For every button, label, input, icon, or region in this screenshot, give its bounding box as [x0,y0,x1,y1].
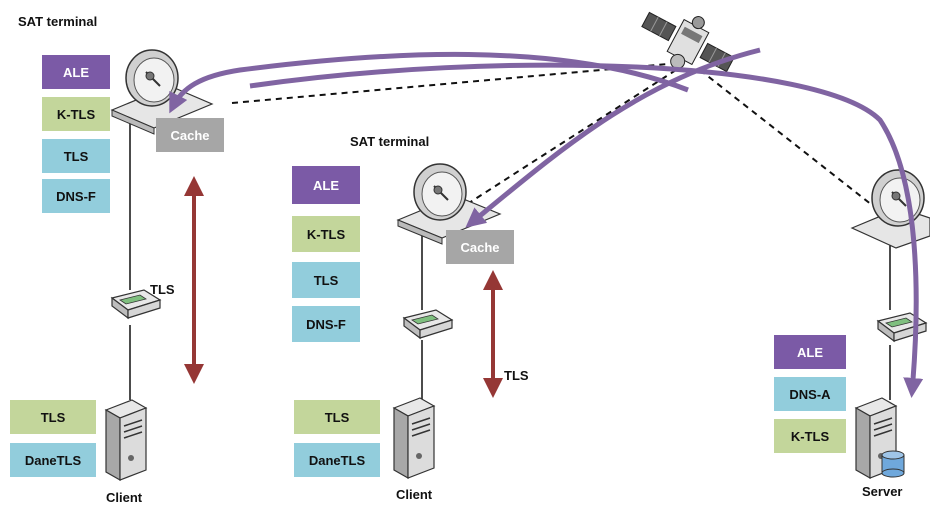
sat-terminal-label: SAT terminal [350,134,430,149]
sat-link-left [231,63,669,104]
cache-box: Cache [156,118,224,152]
server-stack-ale: ALE [774,335,846,369]
tls-link-label: TLS [150,282,175,297]
stack-ktls: K-TLS [42,97,110,131]
router-icon [403,309,453,339]
cache-box: Cache [446,230,514,264]
satellite-dish-icon [413,163,467,221]
tls-link-label: TLS [504,368,529,383]
server-stack-dnsa: DNS-A [774,377,846,411]
satellite-icon [641,11,735,73]
stack-dnsf: DNS-F [42,179,110,213]
stack-tls: TLS [42,139,110,173]
path-arrow-to-left-cache [169,51,689,114]
client-stack-tls: TLS [294,400,380,434]
tls-arrow-middle [483,270,503,398]
path-arrow-to-middle-cache [465,47,761,228]
database-icon [881,450,905,478]
client-stack-tls: TLS [10,400,96,434]
stack-ale: ALE [292,166,360,204]
sat-link-middle [457,69,677,211]
tls-arrow-left [184,176,204,384]
server-label: Server [862,484,903,499]
router-icon [877,312,927,342]
client-computer-icon [105,399,147,481]
satellite-dish-icon [125,49,179,107]
left-terminal [105,49,214,481]
client-stack-danetls: DaneTLS [10,443,96,477]
sat-terminal-label: SAT terminal [18,14,98,29]
stack-ale: ALE [42,55,110,89]
satellite-dish-icon [871,169,925,227]
stack-ktls: K-TLS [292,216,360,252]
middle-terminal [393,163,502,479]
stack-dnsf: DNS-F [292,306,360,342]
client-label: Client [106,490,143,505]
client-label: Client [396,487,433,502]
server-stack-ktls: K-TLS [774,419,846,453]
sat-link-right [699,69,873,206]
stack-tls: TLS [292,262,360,298]
client-stack-danetls: DaneTLS [294,443,380,477]
path-arrow-to-server [249,62,924,398]
client-computer-icon [393,397,435,479]
